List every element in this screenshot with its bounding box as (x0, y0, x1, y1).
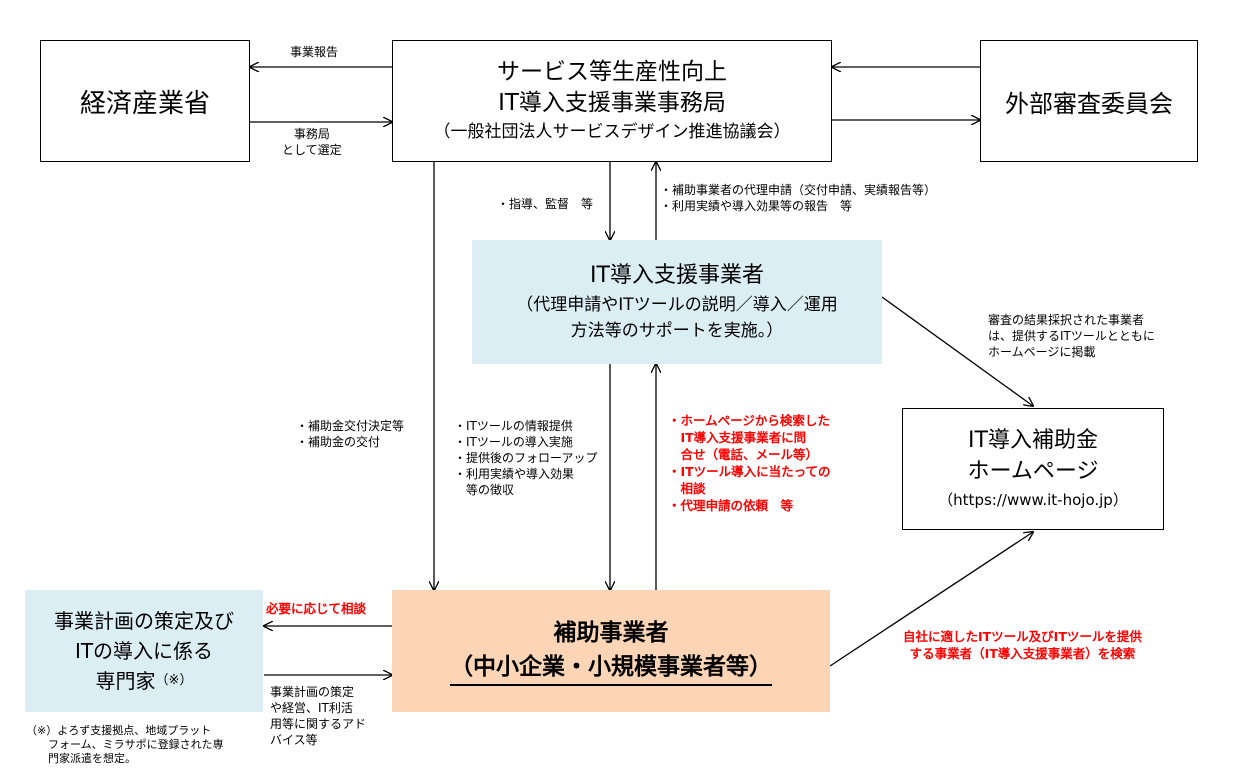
label-posted-3: ホームページに掲載 (988, 345, 1096, 359)
label-it-tools-4: ・利用実績や導入効果 (454, 467, 575, 481)
label-consult-text: 必要に応じて相談 (266, 601, 367, 616)
label-inquiry-2: IT導入支援事業者に問 (668, 430, 807, 445)
label-advice-2: や経営、IT利活 (270, 701, 353, 715)
expert-title-2: ITの導入に係る (74, 639, 214, 663)
label-it-tools-5: 等の徴収 (454, 483, 515, 497)
footnote-2: フォーム、ミラサポに登録された専 (26, 738, 224, 751)
secretariat-org: （一般社団法人サービスデザイン推進協議会） (433, 122, 791, 142)
expert-title-3: 専門家 (95, 669, 156, 693)
label-report-text: 事業報告 (290, 45, 339, 59)
vendor-title: IT導入支援事業者 (590, 263, 764, 288)
secretariat-title-2: IT導入支援事業事務局 (498, 90, 726, 116)
expert-box: 事業計画の策定及び ITの導入に係る 専門家（※） (25, 590, 263, 712)
secretariat-box: サービス等生産性向上 IT導入支援事業事務局 （一般社団法人サービスデザイン推進… (392, 40, 832, 162)
arrow-vendor-to-homepage (881, 296, 1033, 406)
recipient-subtitle: （中小企業・小規模事業者等） (450, 650, 772, 686)
label-guidance: ・指導、監督 等 (497, 196, 593, 212)
label-it-tools-2: ・ITツールの導入実施 (454, 435, 573, 449)
footnote-1: （※）よろず支援拠点、地域プラット (26, 724, 212, 737)
vendor-desc-1: （代理申請やITツールの説明／導入／運用 (516, 295, 838, 315)
recipient-box: 補助事業者 （中小企業・小規模事業者等） (392, 590, 830, 712)
label-proxy: ・補助事業者の代理申請（交付申請、実績報告等） ・利用実績や導入効果等の報告 等 (660, 182, 936, 214)
label-consult: 必要に応じて相談 (266, 600, 366, 617)
homepage-title-2: ホームページ (967, 459, 1099, 484)
committee-box: 外部審査委員会 (980, 40, 1198, 162)
label-it-tools-1: ・ITツールの情報提供 (454, 419, 573, 433)
label-inquiry-4: ・ITツール導入に当たっての (668, 464, 831, 479)
committee-label: 外部審査委員会 (1005, 89, 1173, 118)
meti-box: 経済産業省 (40, 40, 250, 162)
secretariat-title-1: サービス等生産性向上 (497, 59, 727, 85)
vendor-desc-2: 方法等のサポートを実施。） (570, 321, 784, 341)
meti-label: 経済産業省 (79, 88, 210, 119)
label-guidance-text: ・指導、監督 等 (497, 197, 594, 211)
homepage-title-1: IT導入補助金 (968, 428, 1098, 453)
label-grant-1: ・補助金交付決定等 (296, 419, 405, 433)
expert-title-1: 事業計画の策定及び (54, 609, 234, 633)
label-advice-4: バイス等 (270, 733, 318, 747)
vendor-box: IT導入支援事業者 （代理申請やITツールの説明／導入／運用 方法等のサポートを… (472, 240, 882, 364)
label-it-tools-3: ・提供後のフォローアップ (454, 451, 598, 465)
label-inquiry-6: ・代理申請の依頼 等 (668, 498, 794, 513)
label-posted-2: は、提供するITツールとともに (988, 329, 1155, 343)
label-search-1: 自社に適したITツール及びITツールを提供 (903, 629, 1142, 644)
label-selected-1: 事務局 (293, 127, 330, 141)
label-posted-1: 審査の結果採択された事業者 (988, 313, 1145, 327)
homepage-box: IT導入補助金 ホームページ （https://www.it-hojo.jp） (902, 408, 1164, 530)
footnote-3: 門家派遣を想定。 (26, 752, 136, 765)
label-inquiry-3: 合せ（電話、メール等） (668, 447, 819, 462)
label-grant: ・補助金交付決定等 ・補助金の交付 (296, 418, 404, 450)
expert-title-3-wrap: 専門家（※） (96, 666, 193, 696)
homepage-url: （https://www.it-hojo.jp） (938, 491, 1128, 509)
label-proxy-1: ・補助事業者の代理申請（交付申請、実績報告等） (660, 183, 937, 197)
arrow-recipient-search-homepage (829, 532, 1033, 667)
recipient-title: 補助事業者 (553, 620, 669, 646)
label-advice-3: 用等に関するアド (270, 717, 367, 731)
label-advice: 事業計画の策定 や経営、IT利活 用等に関するアド バイス等 (270, 684, 366, 748)
expert-footnote-mark: （※） (155, 673, 193, 688)
label-selected-2: として選定 (282, 143, 342, 157)
label-posted: 審査の結果採択された事業者 は、提供するITツールとともに ホームページに掲載 (988, 312, 1155, 360)
label-grant-2: ・補助金の交付 (296, 435, 381, 449)
footnote: （※）よろず支援拠点、地域プラット フォーム、ミラサポに登録された専 門家派遣を… (26, 724, 224, 766)
label-search-2: する事業者（IT導入支援事業者）を検索 (909, 646, 1136, 661)
label-inquiry-1: ・ホームページから検索した (668, 413, 830, 428)
label-search: 自社に適したITツール及びITツールを提供 する事業者（IT導入支援事業者）を検… (903, 628, 1142, 662)
label-selected: 事務局 として選定 (282, 126, 342, 158)
label-inquiry-5: 相談 (668, 481, 706, 496)
label-advice-1: 事業計画の策定 (270, 685, 355, 699)
label-inquiry: ・ホームページから検索した IT導入支援事業者に問 合せ（電話、メール等） ・I… (668, 412, 831, 514)
label-report: 事業報告 (290, 44, 338, 60)
label-proxy-2: ・利用実績や導入効果等の報告 等 (660, 199, 853, 213)
label-it-tools: ・ITツールの情報提供 ・ITツールの導入実施 ・提供後のフォローアップ ・利用… (454, 418, 598, 498)
